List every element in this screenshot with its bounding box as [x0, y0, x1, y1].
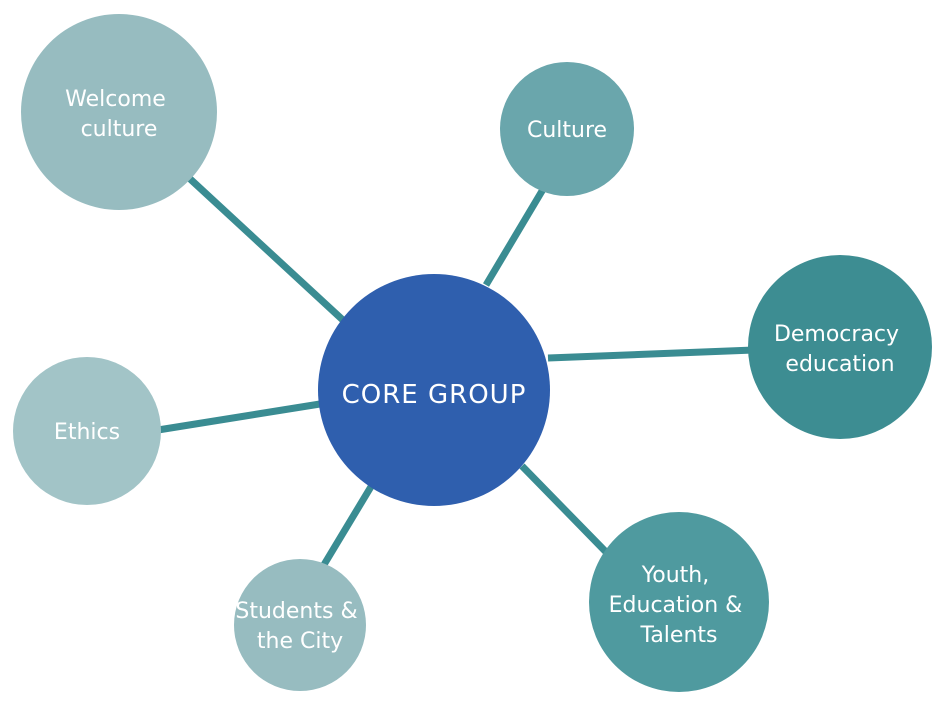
node-democracy-education-label: Democracy education	[774, 322, 906, 377]
node-ethics: Ethics	[13, 357, 161, 505]
node-ethics-circle	[13, 357, 161, 505]
core-group-node: CORE GROUP	[318, 274, 550, 506]
node-youth-education-talents: Youth, Education & Talents	[589, 512, 769, 692]
node-welcome-culture-circle	[21, 14, 217, 210]
node-welcome-culture: Welcome culture	[21, 14, 217, 210]
node-students-city-label: Students & the City	[235, 599, 364, 654]
node-youth-education-talents-circle	[589, 512, 769, 692]
node-culture-label: Culture	[527, 118, 607, 143]
node-democracy-education: Democracy education	[748, 255, 932, 439]
node-ethics-label: Ethics	[54, 420, 120, 445]
link-democracy-education	[547, 346, 755, 362]
node-welcome-culture-label: Welcome culture	[65, 87, 173, 142]
node-democracy-education-circle	[748, 255, 932, 439]
node-culture: Culture	[500, 62, 634, 196]
node-culture-circle	[500, 62, 634, 196]
core-group-label: CORE GROUP	[342, 380, 527, 410]
node-students-city-circle	[234, 559, 366, 691]
link-youth-education-talents	[519, 463, 609, 555]
node-students-city: Students & the City	[234, 559, 366, 691]
node-youth-education-talents-label: Youth, Education & Talents	[609, 563, 750, 648]
link-culture	[482, 184, 549, 287]
link-ethics	[157, 400, 321, 434]
links	[157, 174, 755, 570]
core-group-circle	[318, 274, 550, 506]
link-welcome-culture	[185, 174, 348, 325]
link-students-city	[319, 483, 375, 570]
